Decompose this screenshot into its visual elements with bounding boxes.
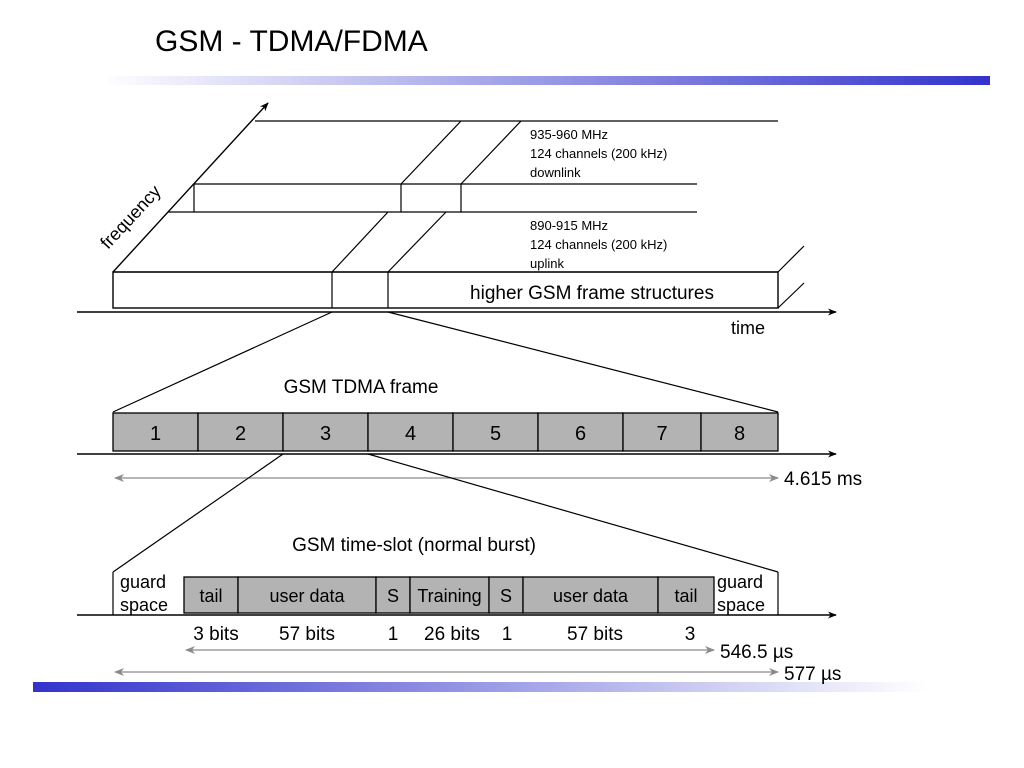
downlink-direction: downlink — [530, 165, 581, 180]
time-axis-label: time — [731, 318, 765, 338]
normal-burst: GSM time-slot (normal burst) guard space… — [77, 535, 841, 685]
frame-duration: 4.615 ms — [784, 469, 862, 490]
burst-field-label: tail — [674, 586, 697, 606]
burst-field-label: user data — [553, 586, 629, 606]
tdma-slot — [282, 412, 369, 452]
burst-field — [183, 576, 239, 614]
burst-field — [657, 576, 715, 614]
downlink-band: 935-960 MHz — [530, 127, 608, 142]
guard-left-line1: guard — [120, 572, 166, 592]
guard-right-line2: space — [717, 595, 765, 615]
tdma-slot-label: 7 — [656, 423, 667, 445]
burst-bit-count: 26 bits — [424, 624, 480, 645]
burst-field-label: tail — [199, 586, 222, 606]
tdma-slot-label: 5 — [490, 423, 501, 445]
downlink-slot-diag-left — [400, 120, 462, 185]
burst-field — [522, 576, 659, 614]
tdma-slot — [112, 412, 199, 452]
zoom-line-right-2 — [367, 453, 779, 573]
tdma-slot-label: 2 — [235, 423, 246, 445]
burst-field-label: Training — [417, 586, 481, 606]
burst-bit-count: 1 — [502, 624, 513, 645]
burst-bit-count: 3 bits — [193, 624, 238, 645]
bottom-accent-bar — [33, 682, 928, 692]
burst-field-label: S — [387, 586, 399, 606]
tdma-slots: 1 2 3 4 5 6 7 8 — [112, 412, 779, 452]
tdma-frame-label: GSM TDMA frame — [284, 377, 439, 398]
burst-field — [488, 576, 524, 614]
higher-frame-label: higher GSM frame structures — [470, 283, 714, 304]
tdma-slot-label: 8 — [734, 423, 745, 445]
tdma-slot — [622, 412, 702, 452]
tdma-slot-label: 3 — [320, 423, 331, 445]
burst-bit-count: 57 bits — [567, 624, 623, 645]
burst-bit-count: 57 bits — [279, 624, 335, 645]
burst-bit-count: 3 — [685, 624, 696, 645]
frequency-axis — [112, 102, 269, 273]
uplink-continuation-top — [777, 245, 805, 273]
uplink-band: 890-915 MHz — [530, 218, 608, 233]
burst-field-label: user data — [269, 586, 345, 606]
frequency-axis-label: frequency — [96, 181, 165, 252]
tdma-slot — [197, 412, 284, 452]
tdma-slot-label: 1 — [150, 423, 161, 445]
burst-field — [409, 576, 490, 614]
tdma-slot — [367, 412, 454, 452]
tdma-slot — [700, 412, 779, 452]
burst-bits: 3 bits 57 bits 1 26 bits 1 57 bits 3 — [193, 624, 695, 645]
guard-left-line2: space — [120, 595, 168, 615]
uplink-slot-diag-right — [387, 211, 447, 273]
uplink-channels: 124 channels (200 kHz) — [530, 237, 667, 252]
fdma-diagram: frequency time 935-960 MHz 124 channels … — [77, 102, 837, 338]
uplink-slot-diag-left — [331, 211, 389, 273]
burst-label: GSM time-slot (normal burst) — [292, 535, 536, 556]
uplink-continuation-bottom — [777, 282, 805, 309]
zoom-line-left-2 — [112, 453, 284, 573]
downlink-slot-diag-right — [460, 120, 522, 185]
tdma-frame: GSM TDMA frame 1 2 3 4 5 6 7 8 4.615 ms — [77, 377, 862, 490]
tdma-slot-label: 6 — [575, 423, 586, 445]
zoom-line-right-1 — [387, 311, 779, 413]
burst-field-label: S — [500, 586, 512, 606]
page-title: GSM - TDMA/FDMA — [155, 25, 428, 58]
downlink-channels: 124 channels (200 kHz) — [530, 146, 667, 161]
guard-right-line1: guard — [717, 572, 763, 592]
burst-duration: 546.5 µs — [720, 642, 793, 663]
top-accent-bar — [100, 76, 990, 85]
zoom-line-left-1 — [112, 311, 333, 413]
burst-field — [237, 576, 377, 614]
burst-bit-count: 1 — [388, 624, 399, 645]
tdma-slot-label: 4 — [405, 423, 416, 445]
slot-duration: 577 µs — [784, 664, 841, 685]
uplink-direction: uplink — [530, 256, 564, 271]
